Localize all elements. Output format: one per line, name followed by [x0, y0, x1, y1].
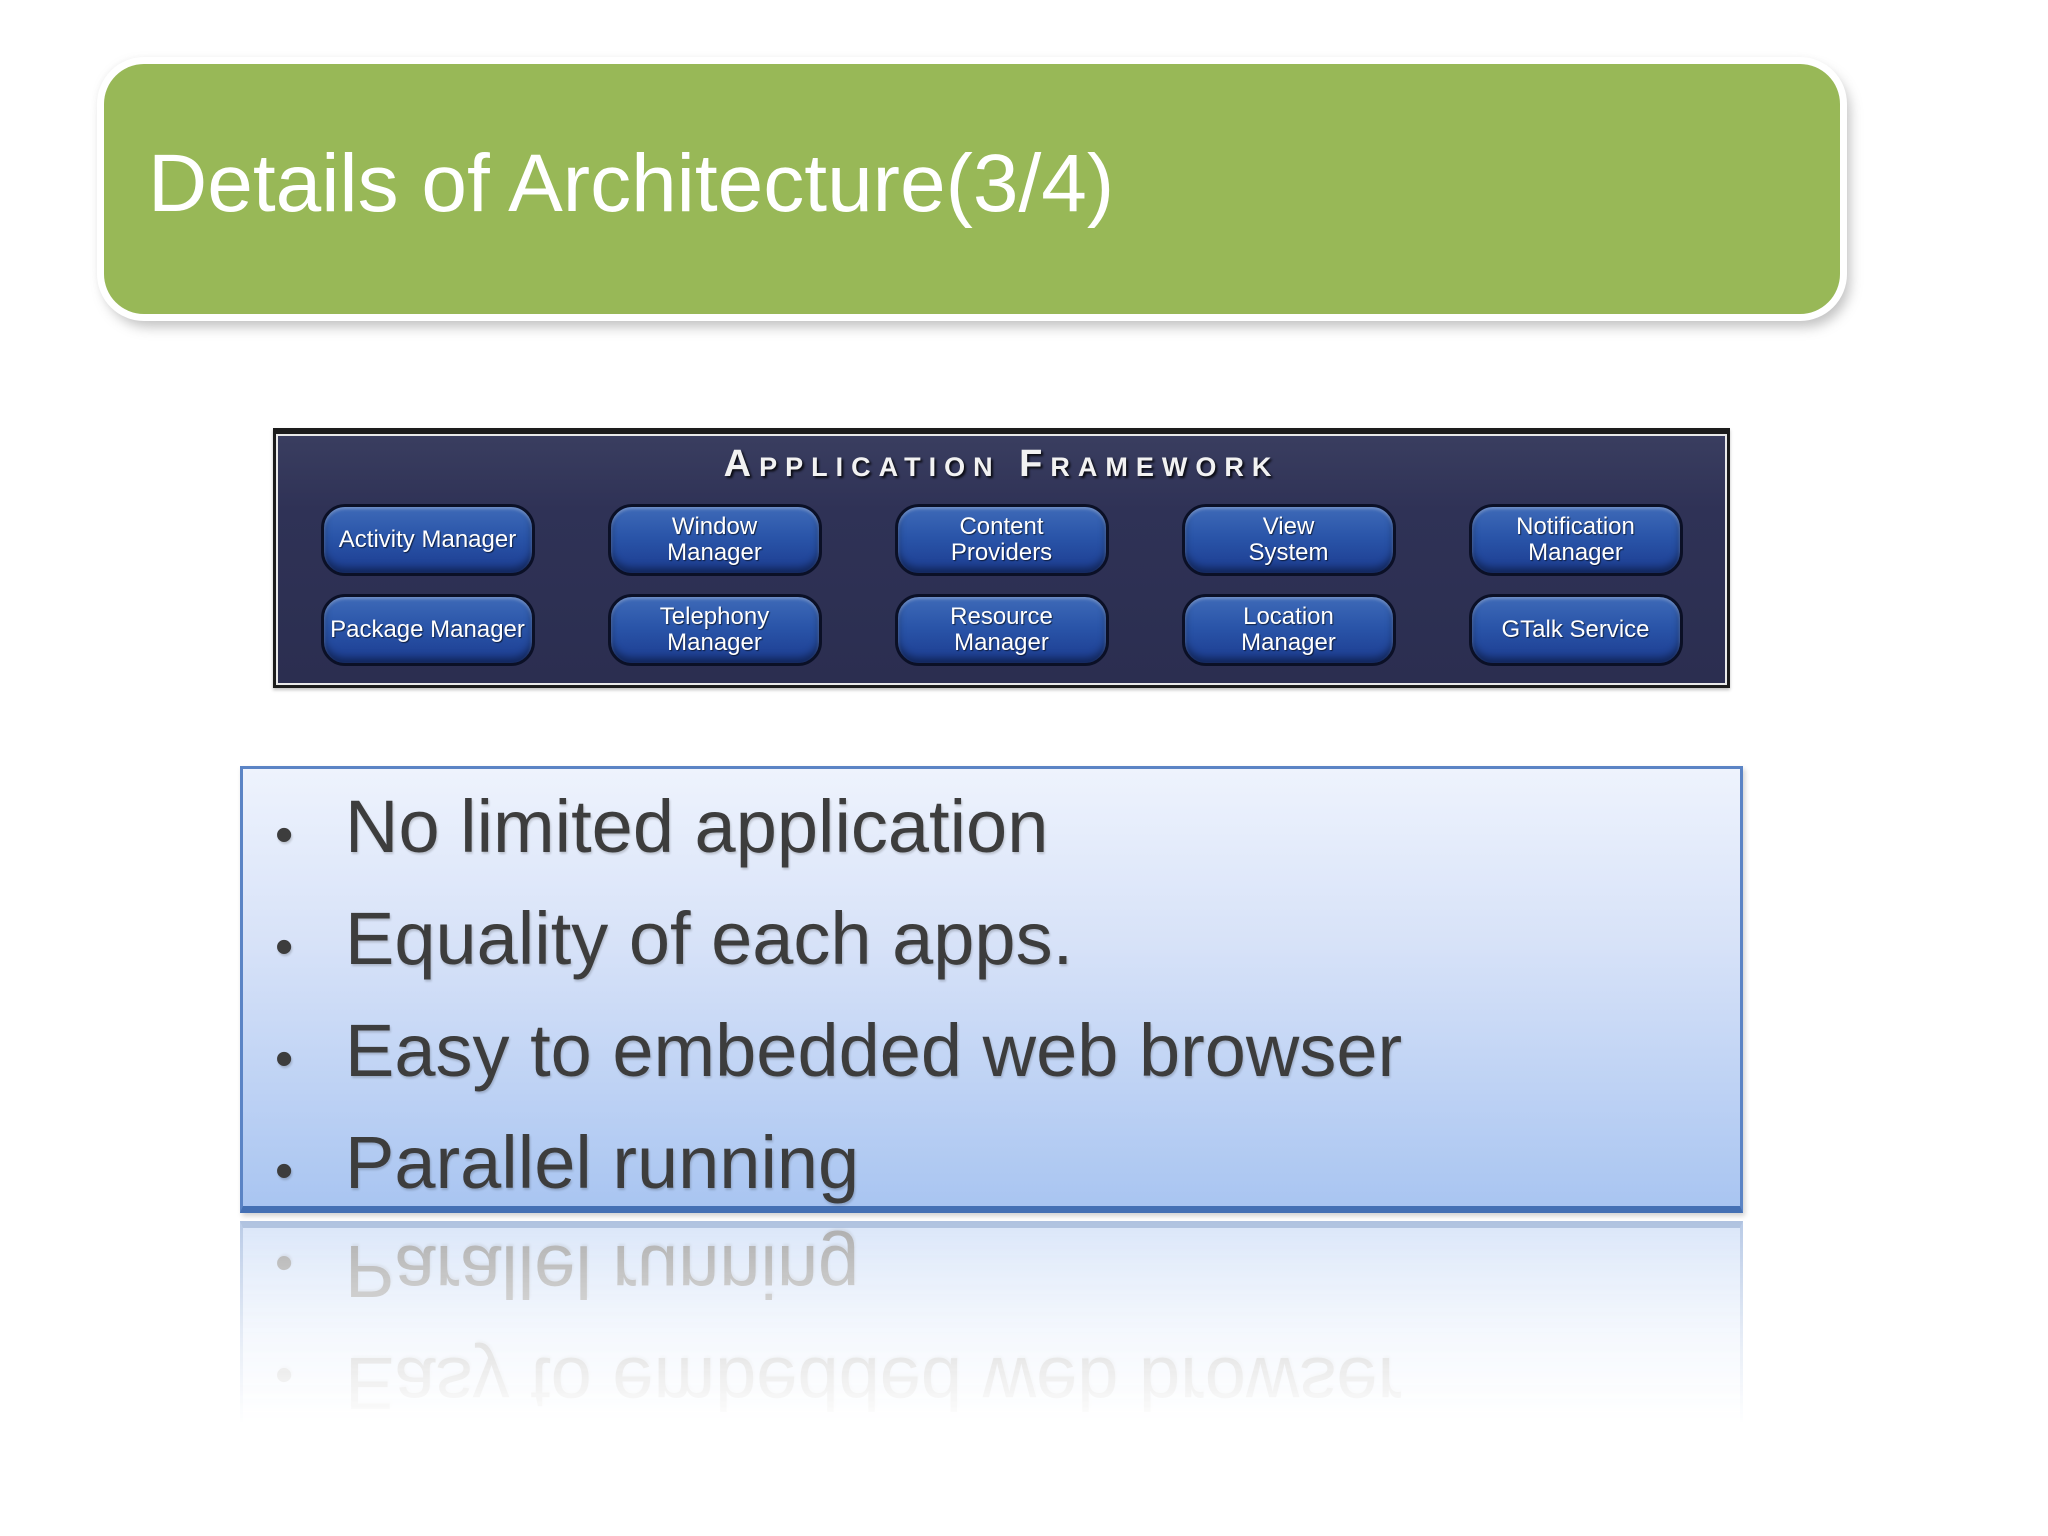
- framework-block-activity-manager: Activity Manager: [320, 503, 535, 576]
- framework-block-view-system: View System: [1181, 503, 1396, 576]
- framework-block-gtalk-service: GTalk Service: [1468, 593, 1683, 666]
- framework-block-window-manager: Window Manager: [607, 503, 822, 576]
- framework-block-telephony-manager: Telephony Manager: [607, 593, 822, 666]
- bullet-item: Parallel running: [269, 1111, 1720, 1223]
- framework-block-location-manager: Location Manager: [1181, 593, 1396, 666]
- bullet-box-reflection: No limited application Equality of each …: [240, 1221, 1743, 1521]
- framework-block-notification-manager: Notification Manager: [1468, 503, 1683, 576]
- diagram-button-grid: Activity Manager Window Manager Content …: [276, 503, 1727, 666]
- framework-block-resource-manager: Resource Manager: [894, 593, 1109, 666]
- framework-block-content-providers: Content Providers: [894, 503, 1109, 576]
- application-framework-diagram: Application Framework Activity Manager W…: [273, 428, 1730, 688]
- bullet-item: Easy to embedded web browser: [269, 999, 1720, 1111]
- bullet-box: No limited application Equality of each …: [240, 766, 1743, 1213]
- bullet-list: No limited application Equality of each …: [243, 769, 1740, 1223]
- bullet-item: No limited application: [269, 775, 1720, 887]
- slide-title-bar: Details of Architecture(3/4): [104, 64, 1840, 314]
- framework-block-package-manager: Package Manager: [320, 593, 535, 666]
- diagram-header: Application Framework: [723, 443, 1280, 485]
- slide-title: Details of Architecture(3/4): [148, 138, 1115, 229]
- bullet-item: Equality of each apps.: [269, 887, 1720, 999]
